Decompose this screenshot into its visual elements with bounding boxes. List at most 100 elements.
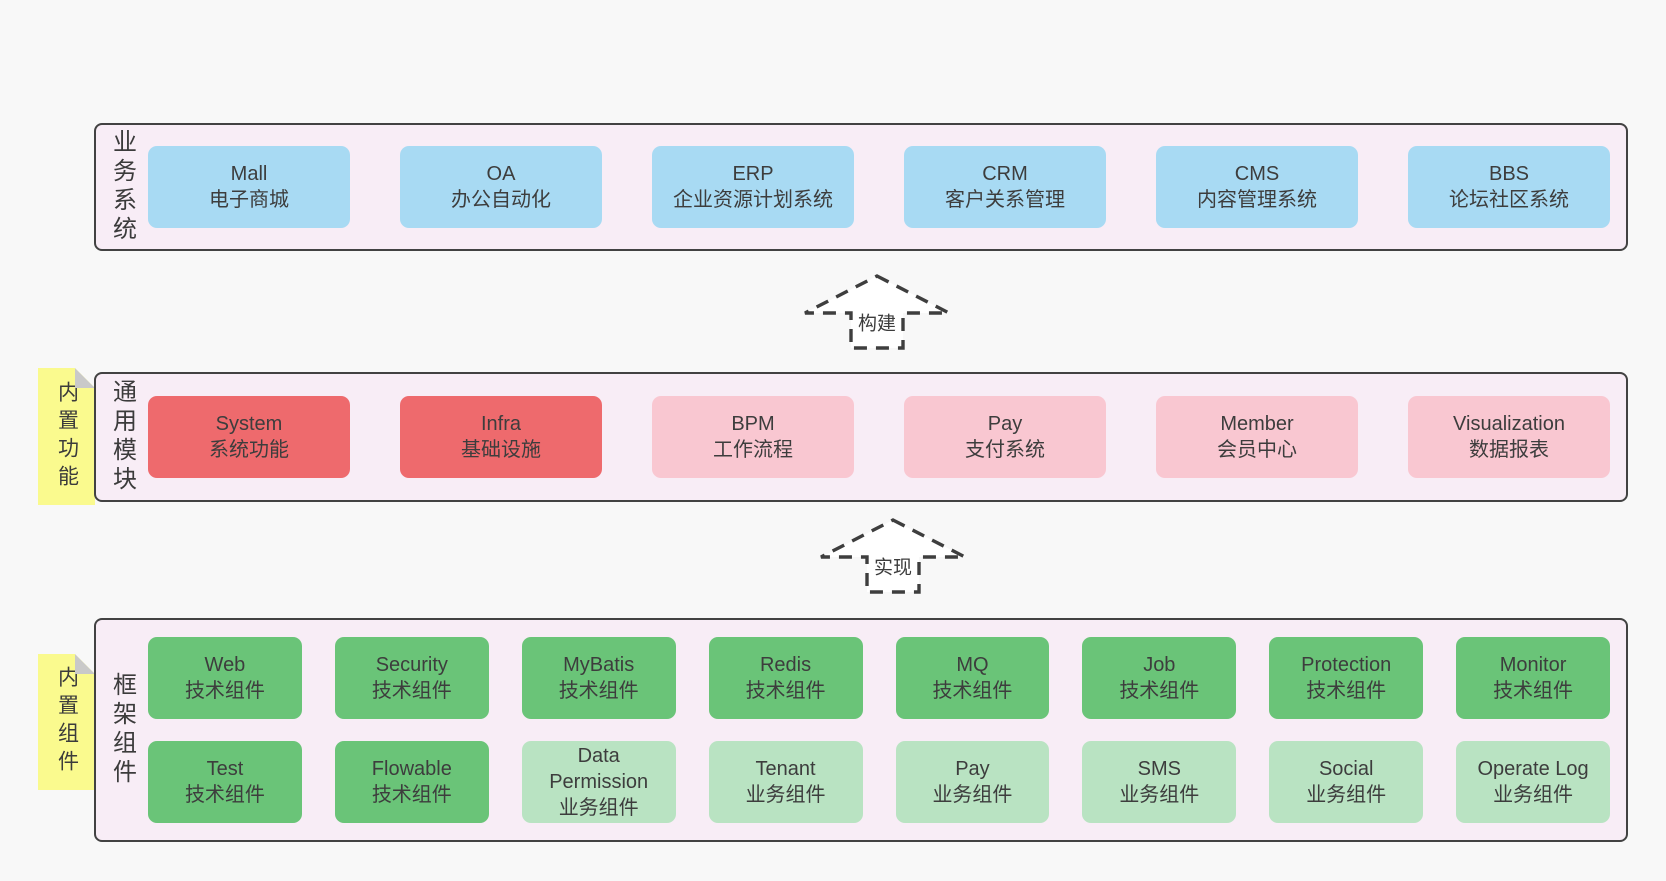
box-pay-component: Pay 业务组件 bbox=[895, 741, 1050, 823]
box-title: ERP bbox=[732, 163, 774, 185]
box-subtitle: 技术组件 bbox=[184, 784, 265, 806]
box-cms: CMS 内容管理系统 bbox=[1156, 146, 1358, 228]
box-bbs: BBS 论坛社区系统 bbox=[1408, 146, 1610, 228]
box-member: Member 会员中心 bbox=[1156, 396, 1358, 478]
box-pay-module: Pay 支付系统 bbox=[904, 396, 1106, 478]
box-monitor: Monitor 技术组件 bbox=[1456, 637, 1610, 719]
box-title: BBS bbox=[1488, 163, 1530, 185]
box-subtitle: 企业资源计划系统 bbox=[673, 189, 833, 211]
box-subtitle: 技术组件 bbox=[1119, 680, 1200, 702]
box-subtitle: 基础设施 bbox=[461, 439, 541, 461]
box-title: Monitor bbox=[1499, 654, 1567, 676]
box-subtitle: 内容管理系统 bbox=[1197, 189, 1317, 211]
arrow-label-implement: 实现 bbox=[868, 550, 918, 582]
box-operate-log: Operate Log 业务组件 bbox=[1456, 741, 1610, 823]
box-title: System bbox=[215, 413, 283, 435]
box-sms: SMS 业务组件 bbox=[1082, 741, 1237, 823]
box-mybatis: MyBatis 技术组件 bbox=[521, 637, 676, 719]
box-title: Social bbox=[1318, 758, 1374, 780]
box-oa: OA 办公自动化 bbox=[400, 146, 602, 228]
box-subtitle: 客户关系管理 bbox=[945, 189, 1065, 211]
box-subtitle: 数据报表 bbox=[1469, 439, 1549, 461]
box-web: Web 技术组件 bbox=[148, 637, 302, 719]
box-title: Job bbox=[1143, 654, 1176, 676]
sticky-note-built-in-features: 内置功能 bbox=[38, 368, 95, 505]
box-bpm: BPM 工作流程 bbox=[652, 396, 854, 478]
band-business-systems: 业务系统 Mall 电子商城 OA 办公自动化 ERP 企业资源计划系统 CRM… bbox=[94, 123, 1628, 251]
band-label-framework-components: 框架组件 bbox=[108, 672, 136, 788]
box-title: CRM bbox=[982, 163, 1028, 185]
box-flowable: Flowable 技术组件 bbox=[334, 741, 489, 823]
box-title: Security bbox=[375, 654, 448, 676]
box-mq: MQ 技术组件 bbox=[895, 637, 1050, 719]
box-subtitle: 业务组件 bbox=[1306, 784, 1387, 806]
box-title: Flowable bbox=[371, 758, 452, 780]
sticky-note-text: 内置功能 bbox=[55, 380, 79, 493]
box-social: Social 业务组件 bbox=[1269, 741, 1424, 823]
box-subtitle: 工作流程 bbox=[713, 439, 793, 461]
sticky-note-text: 内置组件 bbox=[55, 666, 79, 778]
common-modules-row: System 系统功能 Infra 基础设施 BPM 工作流程 Pay 支付系统… bbox=[148, 374, 1626, 500]
box-title: Member bbox=[1220, 413, 1294, 435]
band-label-business-systems: 业务系统 bbox=[108, 129, 136, 245]
box-security: Security 技术组件 bbox=[334, 637, 489, 719]
box-title: Pay bbox=[987, 413, 1023, 435]
box-subtitle: 支付系统 bbox=[965, 439, 1045, 461]
box-subtitle: 技术组件 bbox=[371, 784, 452, 806]
box-title: SMS bbox=[1137, 758, 1181, 780]
box-title: Data Permission bbox=[549, 745, 649, 793]
box-title: Infra bbox=[480, 413, 522, 435]
box-visualization: Visualization 数据报表 bbox=[1408, 396, 1610, 478]
box-crm: CRM 客户关系管理 bbox=[904, 146, 1106, 228]
box-subtitle: 技术组件 bbox=[558, 680, 639, 702]
framework-components-grid: Web 技术组件 Security 技术组件 MyBatis 技术组件 Redi… bbox=[148, 620, 1626, 840]
arrow-label-build: 构建 bbox=[852, 306, 902, 338]
box-subtitle: 技术组件 bbox=[184, 680, 265, 702]
box-title: Pay bbox=[955, 758, 990, 780]
business-systems-row: Mall 电子商城 OA 办公自动化 ERP 企业资源计划系统 CRM 客户关系… bbox=[148, 125, 1626, 249]
box-subtitle: 电子商城 bbox=[209, 189, 289, 211]
box-title: Visualization bbox=[1453, 413, 1565, 435]
box-title: CMS bbox=[1234, 163, 1280, 185]
box-title: Operate Log bbox=[1477, 758, 1589, 780]
box-subtitle: 办公自动化 bbox=[451, 189, 551, 211]
box-subtitle: 系统功能 bbox=[209, 439, 289, 461]
box-title: Mall bbox=[230, 163, 268, 185]
box-erp: ERP 企业资源计划系统 bbox=[652, 146, 854, 228]
box-tenant: Tenant 业务组件 bbox=[708, 741, 863, 823]
box-title: MyBatis bbox=[563, 654, 635, 676]
box-subtitle: 会员中心 bbox=[1217, 439, 1297, 461]
box-title: MQ bbox=[956, 654, 989, 676]
box-title: OA bbox=[486, 163, 516, 185]
box-subtitle: 业务组件 bbox=[745, 784, 826, 806]
box-title: Tenant bbox=[755, 758, 816, 780]
band-label-common-modules: 通用模块 bbox=[108, 379, 136, 495]
box-subtitle: 业务组件 bbox=[558, 797, 639, 819]
box-infra: Infra 基础设施 bbox=[400, 396, 602, 478]
box-test: Test 技术组件 bbox=[148, 741, 302, 823]
folded-corner-icon bbox=[75, 654, 95, 674]
box-subtitle: 技术组件 bbox=[1493, 680, 1574, 702]
band-framework-components: 框架组件 Web 技术组件 Security 技术组件 MyBatis 技术组件… bbox=[94, 618, 1628, 842]
box-redis: Redis 技术组件 bbox=[708, 637, 863, 719]
box-subtitle: 技术组件 bbox=[745, 680, 826, 702]
box-job: Job 技术组件 bbox=[1082, 637, 1237, 719]
box-subtitle: 业务组件 bbox=[1493, 784, 1574, 806]
folded-corner-icon bbox=[75, 368, 95, 388]
box-subtitle: 技术组件 bbox=[932, 680, 1013, 702]
band-common-modules: 通用模块 System 系统功能 Infra 基础设施 BPM 工作流程 Pay… bbox=[94, 372, 1628, 502]
box-title: Redis bbox=[759, 654, 812, 676]
box-subtitle: 技术组件 bbox=[371, 680, 452, 702]
box-title: Test bbox=[206, 758, 244, 780]
box-subtitle: 技术组件 bbox=[1306, 680, 1387, 702]
sticky-note-built-in-components: 内置组件 bbox=[38, 654, 95, 790]
box-system: System 系统功能 bbox=[148, 396, 350, 478]
box-subtitle: 业务组件 bbox=[1119, 784, 1200, 806]
box-title: Protection bbox=[1301, 654, 1392, 676]
box-subtitle: 业务组件 bbox=[932, 784, 1013, 806]
box-protection: Protection 技术组件 bbox=[1269, 637, 1424, 719]
box-title: BPM bbox=[731, 413, 775, 435]
box-subtitle: 论坛社区系统 bbox=[1449, 189, 1569, 211]
box-data-permission: Data Permission 业务组件 bbox=[521, 741, 676, 823]
